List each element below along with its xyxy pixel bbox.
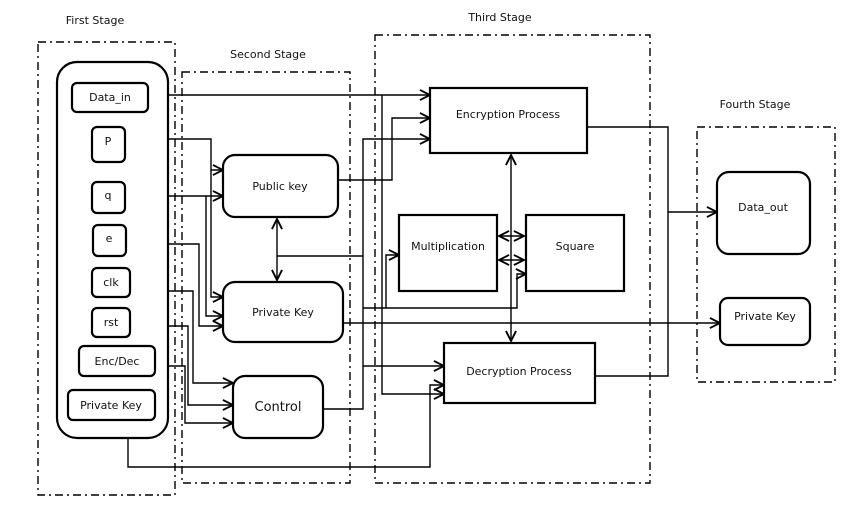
multiplication-block: Multiplication — [397, 213, 499, 293]
public-key-label: Public key — [252, 180, 308, 193]
first-stage-label: First Stage — [66, 14, 125, 27]
wire-control-to-square — [363, 274, 526, 309]
output-private-key-block: Private Key — [718, 296, 812, 347]
second-stage-frame — [181, 71, 351, 484]
encryption-process-block: Encryption Process — [428, 86, 589, 155]
square-label: Square — [556, 240, 595, 253]
wire-control-to-encryption — [323, 139, 430, 410]
e-label: e — [106, 232, 113, 245]
enc-dec-label: Enc/Dec — [95, 355, 140, 368]
data-in-block: Data_in — [70, 81, 150, 114]
private-key-label: Private Key — [252, 306, 314, 319]
second-stage-label: Second Stage — [230, 48, 306, 61]
data-out-label: Data_out — [738, 201, 788, 214]
third-stage-label: Third Stage — [467, 11, 532, 24]
third-stage-frame — [374, 34, 651, 484]
wire-p-to-private-key — [210, 170, 223, 297]
e-block: e — [91, 223, 128, 258]
wire-q-to-private-key — [205, 196, 223, 316]
fourth-stage-label: Fourth Stage — [720, 98, 791, 111]
data-out-block: Data_out — [715, 170, 812, 256]
decryption-process-label: Decryption Process — [466, 365, 572, 378]
multiplication-label: Multiplication — [411, 240, 485, 253]
wire-process-outputs — [587, 126, 669, 377]
first-stage-frame — [37, 41, 176, 496]
q-label: q — [105, 189, 112, 202]
wire-control-to-multiplication — [385, 255, 399, 308]
p-label: P — [105, 135, 112, 148]
input-private-key-block: Private Key — [66, 388, 157, 422]
output-private-key-label: Private Key — [734, 310, 796, 323]
public-key-block: Public key — [221, 153, 340, 219]
p-block: P — [90, 125, 127, 164]
square-block: Square — [524, 213, 626, 293]
wire-private-key-to-decryption — [127, 385, 444, 468]
encryption-process-label: Encryption Process — [456, 108, 561, 121]
private-key-block: Private Key — [221, 280, 345, 344]
data-in-label: Data_in — [89, 91, 131, 104]
wire-public-key-to-encryption — [338, 118, 430, 181]
decryption-process-block: Decryption Process — [442, 341, 597, 405]
input-private-key-label: Private Key — [80, 399, 142, 412]
q-block: q — [90, 180, 127, 215]
control-label: Control — [255, 400, 302, 415]
wire-enc-dec-to-control — [155, 365, 233, 423]
rst-block: rst — [90, 306, 132, 339]
wire-data-in-to-decryption — [381, 95, 444, 394]
control-block: Control — [231, 374, 325, 440]
enc-dec-block: Enc/Dec — [77, 344, 157, 378]
clk-label: clk — [103, 276, 119, 289]
rst-label: rst — [104, 316, 119, 329]
clk-block: clk — [90, 266, 132, 299]
fourth-stage-frame — [696, 126, 836, 383]
